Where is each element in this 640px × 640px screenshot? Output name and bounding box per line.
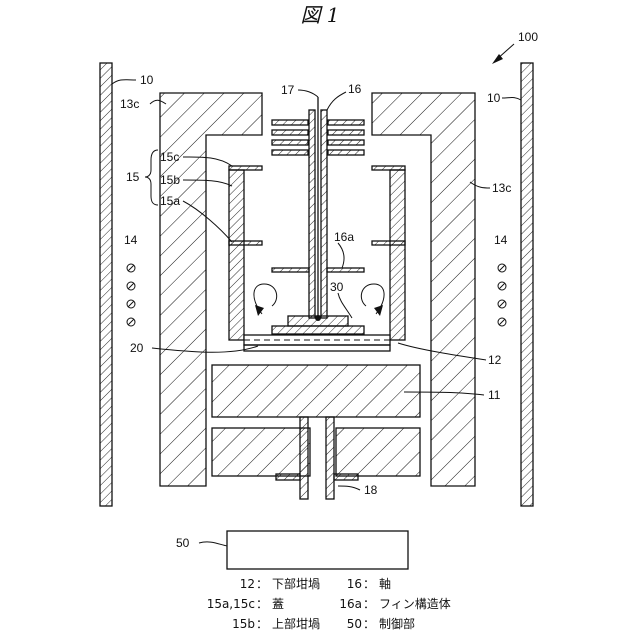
- label-18: 18: [364, 483, 378, 497]
- fin-structure-16a-right: [327, 268, 364, 272]
- legend-num: 50: [347, 617, 362, 631]
- flow-arrow-right: [361, 284, 384, 316]
- heater-coils-14-right: [498, 264, 506, 326]
- support-base-right: [336, 428, 420, 476]
- upper-crucible-15b-right: [390, 170, 405, 340]
- insulation-13c-right: [372, 93, 475, 486]
- legend-name: 下部坩堝: [272, 576, 320, 591]
- arrow-100: [492, 44, 514, 64]
- legend-sep: ：: [256, 597, 268, 611]
- legend-sep: ：: [256, 577, 268, 591]
- wall-10-left: [100, 63, 112, 506]
- wall-10-right: [521, 63, 533, 506]
- label-15a: 15a: [160, 194, 180, 208]
- upper-crucible-15b-left: [229, 170, 244, 340]
- fin-structure-16a-left: [272, 268, 309, 272]
- legend-name: 蓋: [272, 597, 284, 611]
- label-13c-left: 13c: [120, 97, 139, 111]
- legend-name: フィン構造体: [379, 597, 451, 611]
- support-base-left: [212, 428, 310, 476]
- legend-sep: ：: [363, 577, 375, 591]
- label-10-left: 10: [140, 73, 154, 87]
- label-12: 12: [488, 353, 502, 367]
- label-10-right: 10: [487, 91, 501, 105]
- legend: 12 ： 下部坩堝 16 ： 軸 15a,15c ： 蓋 16a ： フィン構造…: [207, 576, 451, 631]
- legend-sep: ：: [256, 617, 268, 631]
- label-14-right: 14: [494, 233, 508, 247]
- label-15: 15: [126, 170, 140, 184]
- label-20: 20: [130, 341, 144, 355]
- bracket-15: [145, 150, 158, 205]
- lid-15c-right: [372, 166, 405, 170]
- lower-crucible-12: [244, 335, 390, 351]
- label-13c-right: 13c: [492, 181, 511, 195]
- flow-arrow-left: [254, 284, 277, 316]
- legend-name: 制御部: [379, 616, 415, 631]
- label-50: 50: [176, 536, 190, 550]
- label-16: 16: [348, 82, 362, 96]
- label-15b: 15b: [160, 173, 180, 187]
- heater-coils-14-left: [127, 264, 135, 326]
- lid-15c-left: [229, 166, 262, 170]
- legend-num: 12: [240, 577, 255, 591]
- legend-name: 軸: [379, 577, 391, 591]
- control-unit-50: [227, 531, 408, 569]
- label-14-left: 14: [124, 233, 138, 247]
- legend-name: 上部坩堝: [272, 616, 320, 631]
- label-100: 100: [518, 30, 538, 44]
- label-15c: 15c: [160, 150, 179, 164]
- legend-num: 15a,15c: [207, 597, 255, 611]
- label-16a: 16a: [334, 230, 354, 244]
- shaft-16: [309, 97, 327, 318]
- legend-num: 16a: [339, 597, 362, 611]
- legend-sep: ：: [363, 597, 375, 611]
- support-block-11: [212, 365, 420, 417]
- figure-title: 図 1: [300, 3, 339, 27]
- label-11: 11: [488, 388, 501, 402]
- legend-num: 15b: [232, 617, 255, 631]
- legend-num: 16: [347, 577, 362, 591]
- lid-15a-left: [229, 241, 262, 245]
- label-17: 17: [281, 83, 295, 97]
- lid-15a-right: [372, 241, 405, 245]
- legend-sep: ：: [363, 617, 375, 631]
- label-30: 30: [330, 280, 344, 294]
